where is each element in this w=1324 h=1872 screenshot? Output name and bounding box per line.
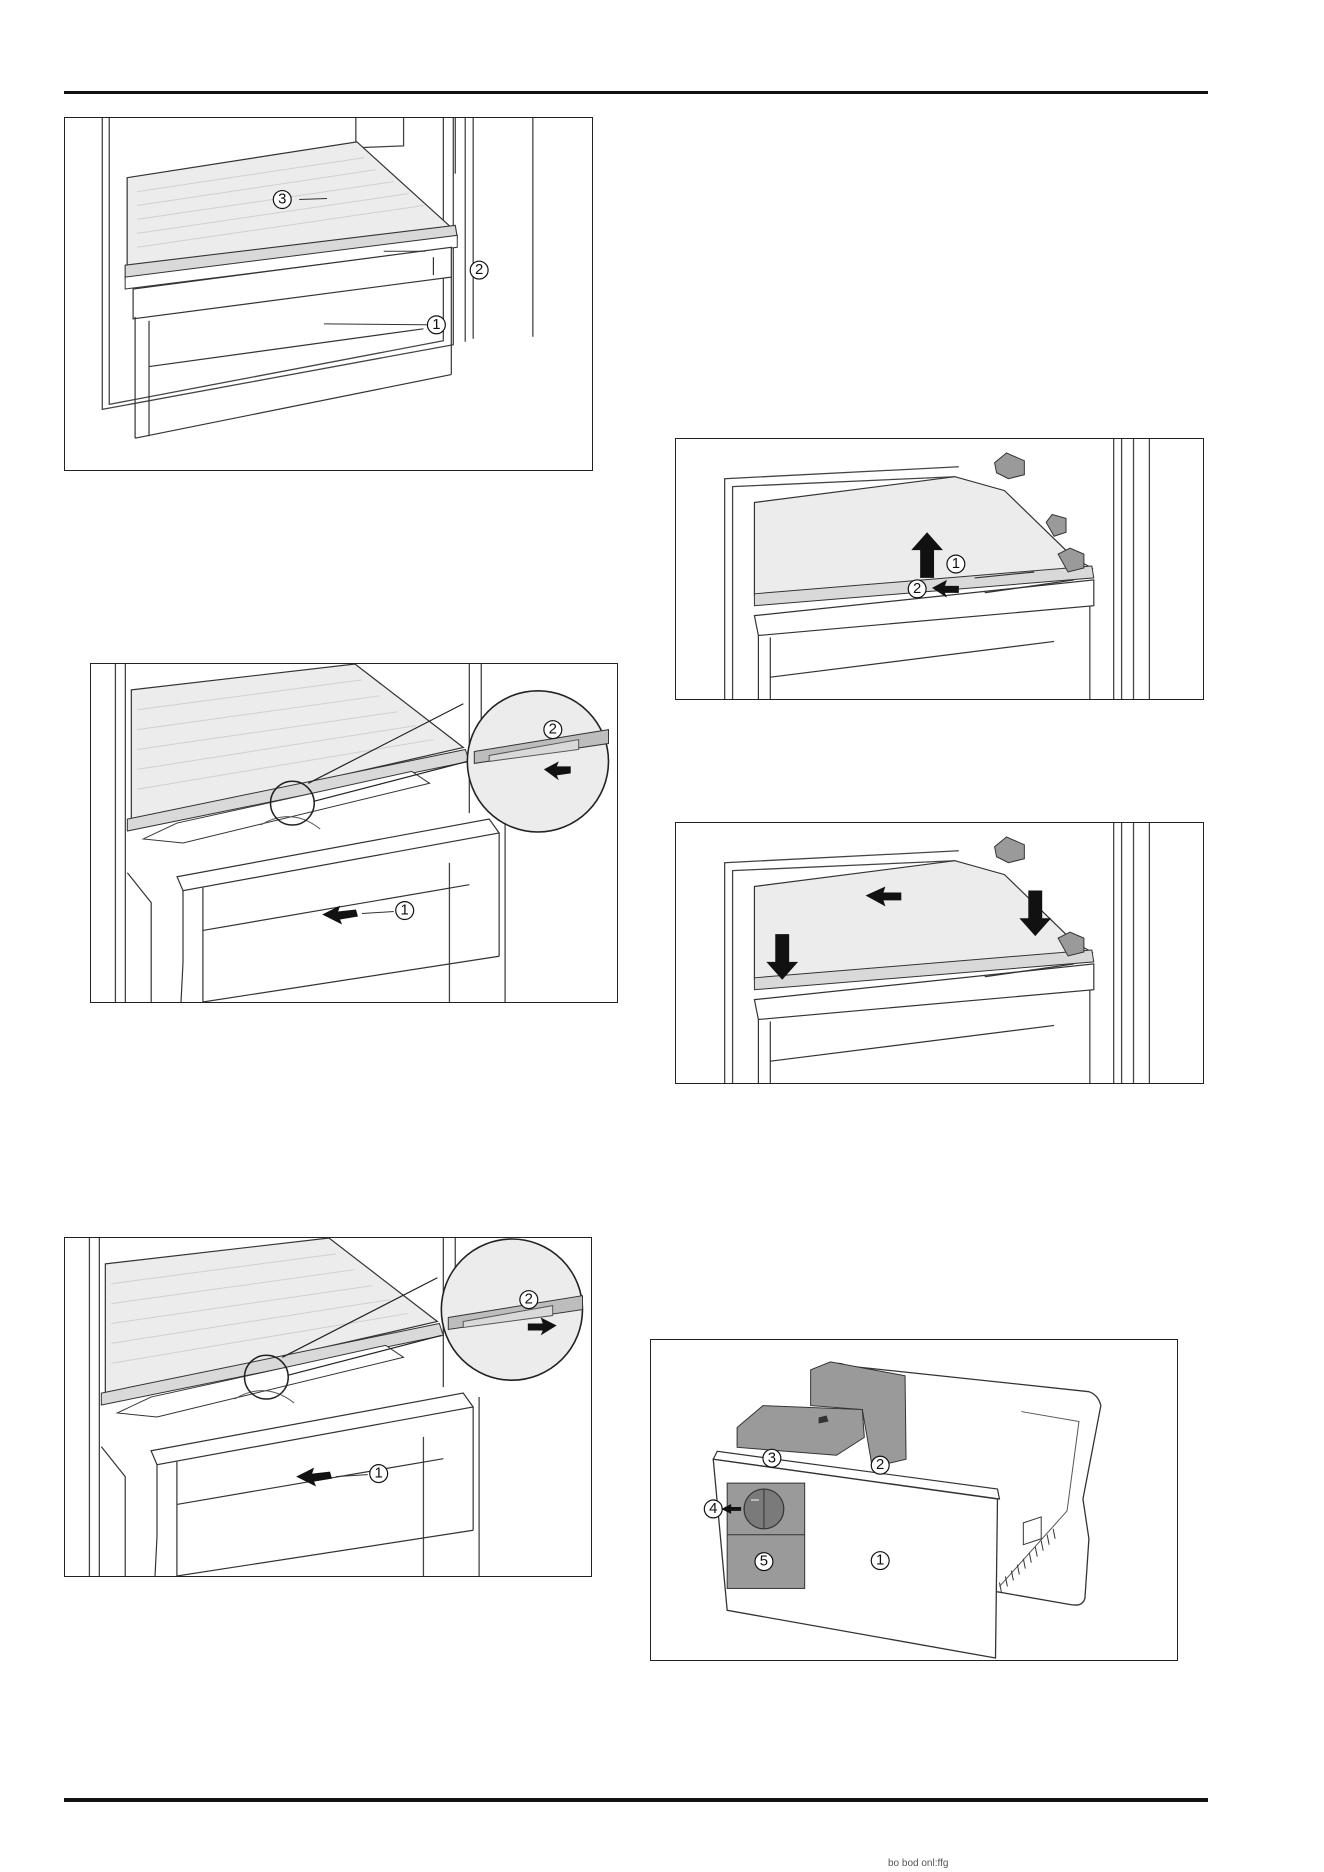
shelf-insertion-illustration [676,823,1203,1083]
callout-label: 2 [475,262,483,278]
figure-shelf-removal: 1 2 [675,438,1204,700]
callout-label: 3 [768,1450,776,1466]
callout-label: 2 [525,1292,533,1308]
footer-note: bo bod onl:ffg [888,1858,948,1869]
footer-rule [64,1798,1208,1802]
callout-label: 1 [401,903,409,919]
figure-shelf-with-drawer: 3 2 1 [64,117,593,471]
callout-label: 1 [375,1466,383,1482]
figure-drawer-insertion: 2 1 [64,1237,592,1577]
crisper-drawer-illustration: 3 2 4 5 1 [651,1340,1177,1660]
figure-shelf-insertion [675,822,1204,1084]
shelf-drawer-illustration: 3 2 1 [65,118,592,470]
callout-label: 5 [760,1554,768,1570]
callout-label: 1 [432,317,440,333]
shelf-removal-illustration: 1 2 [676,439,1203,699]
callout-label: 4 [709,1501,717,1517]
figure-drawer-removal: 2 1 [90,663,618,1003]
callout-label: 2 [913,581,921,597]
header-rule [64,91,1208,94]
callout-label: 2 [876,1457,884,1473]
drawer-removal-illustration: 2 1 [91,664,617,1002]
callout-label: 1 [952,556,960,572]
drawer-insertion-illustration: 2 1 [65,1238,591,1576]
callout-label: 1 [876,1553,884,1569]
figure-crisper-drawer: 3 2 4 5 1 [650,1339,1178,1661]
callout-label: 2 [549,722,557,738]
callout-label: 3 [278,192,286,208]
